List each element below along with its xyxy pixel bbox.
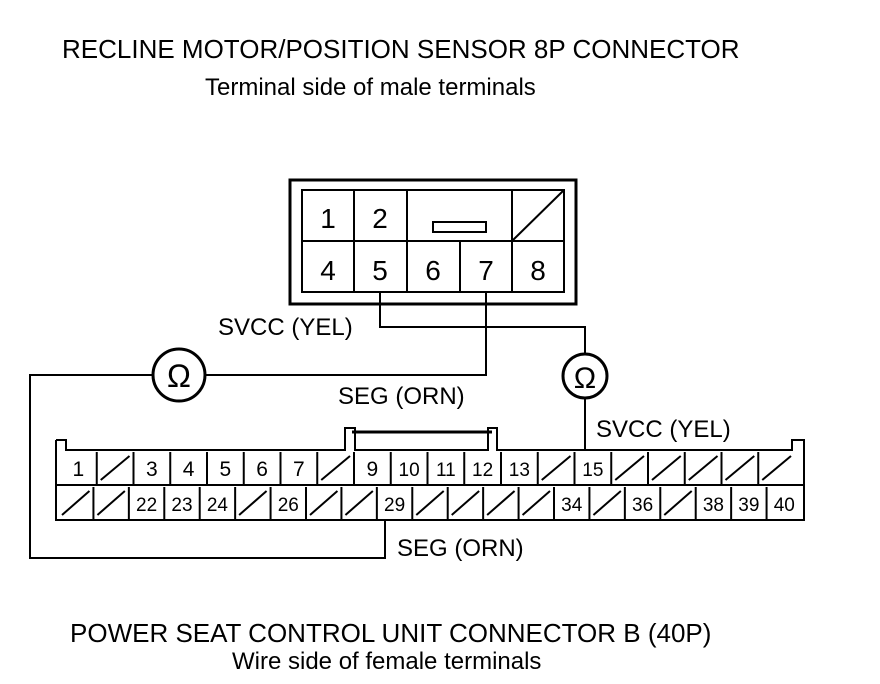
terminal-label: 39 <box>738 495 759 516</box>
blank-cell-marker <box>238 490 268 516</box>
terminal-label: 4 <box>320 255 336 286</box>
seg-label: SEG (ORN) <box>397 535 524 562</box>
terminal-label: 9 <box>367 458 379 481</box>
terminal-label: 11 <box>436 460 456 481</box>
blank-cell-marker <box>761 455 792 481</box>
terminal-label: 26 <box>278 495 299 516</box>
blank-cell-marker <box>651 455 682 481</box>
blank-cell-marker <box>521 490 551 516</box>
terminal-label: 15 <box>582 460 603 481</box>
terminal-label: 23 <box>171 495 192 516</box>
terminal-label: 6 <box>425 255 441 286</box>
seg-wire-lower <box>29 374 386 559</box>
terminal-label: 4 <box>183 458 195 481</box>
svcc-label: SVCC (YEL) <box>218 314 353 341</box>
seg-label: SEG (ORN) <box>338 383 465 410</box>
terminal-label: 22 <box>136 495 157 516</box>
blank-cell-marker <box>541 455 572 481</box>
blank-cell-marker <box>61 490 91 516</box>
blank-cell-marker <box>451 490 480 516</box>
control-unit-connector <box>55 427 805 521</box>
terminal-label: 1 <box>73 458 85 481</box>
blank-slot-8-marker <box>511 189 565 242</box>
terminal-label: 12 <box>472 460 493 481</box>
svcc-wire <box>379 292 586 355</box>
ohm-icon: Ω <box>574 362 596 395</box>
blank-cell-marker <box>344 490 374 516</box>
blank-cell-marker <box>415 490 445 516</box>
blank-cell-marker <box>486 490 516 516</box>
terminal-label: 24 <box>207 495 229 516</box>
blank-cell-marker <box>96 490 126 516</box>
blank-cell-marker <box>100 455 131 481</box>
terminal-label: 2 <box>372 203 388 234</box>
terminal-label: 40 <box>774 495 795 516</box>
bottom-connector-subtitle: Wire side of female terminals <box>232 648 542 675</box>
wires <box>29 292 586 559</box>
ohmmeter-right: Ω <box>561 352 609 400</box>
terminal-label: 8 <box>530 255 546 286</box>
ohmmeter-left: Ω <box>151 347 207 403</box>
svcc-label: SVCC (YEL) <box>596 416 731 443</box>
terminal-label: 34 <box>561 495 583 516</box>
terminal-label: 1 <box>320 203 336 234</box>
blank-cell-marker <box>663 490 693 516</box>
top-connector-title: RECLINE MOTOR/POSITION SENSOR 8P CONNECT… <box>62 34 740 64</box>
terminal-label: 7 <box>293 458 305 481</box>
terminal-label: 7 <box>478 255 494 286</box>
terminal-label: 6 <box>256 458 268 481</box>
ohm-icon: Ω <box>167 358 191 394</box>
blank-cell-marker <box>592 490 622 516</box>
blank-cell-marker <box>309 490 339 516</box>
connector-row-2: 22 23 24 26 29 34 36 38 39 40 <box>61 487 795 519</box>
terminal-label: 38 <box>703 495 724 516</box>
terminal-label: 13 <box>509 460 530 481</box>
recline-motor-connector <box>288 178 578 306</box>
terminal-label: 36 <box>632 495 653 516</box>
blank-cell-marker <box>688 455 719 481</box>
top-connector-subtitle: Terminal side of male terminals <box>205 74 536 101</box>
blank-cell-marker <box>724 455 755 481</box>
bottom-connector-title: POWER SEAT CONTROL UNIT CONNECTOR B (40P… <box>70 618 712 648</box>
blank-cell-marker <box>320 455 351 481</box>
seg-wire <box>206 292 487 376</box>
terminal-label: 5 <box>220 458 232 481</box>
terminal-label: 29 <box>384 495 405 516</box>
terminal-label: 5 <box>372 255 388 286</box>
terminal-label: 10 <box>399 460 420 481</box>
top-terminal-labels: 1 2 4 5 6 7 8 <box>320 203 546 286</box>
blank-cell-marker <box>614 455 645 481</box>
terminal-label: 3 <box>146 458 158 481</box>
